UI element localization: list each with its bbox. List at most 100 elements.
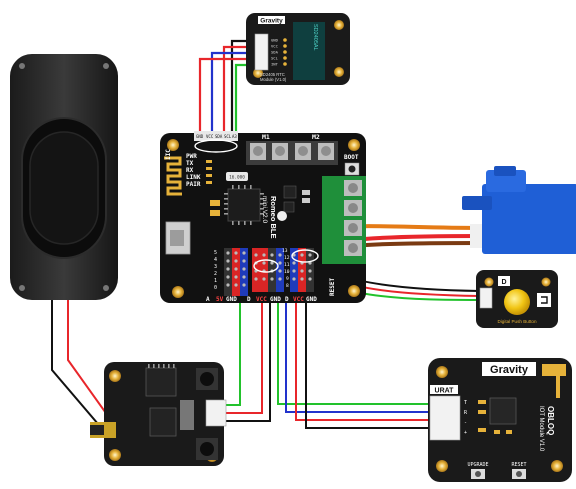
- led-label: PAIR: [186, 181, 201, 188]
- obloq-pin-label: R: [464, 410, 468, 416]
- highlight-ring: [194, 139, 238, 153]
- iic-header: [194, 131, 238, 141]
- wire-mp3-red: [225, 290, 263, 414]
- wire-obloq-black: [305, 290, 430, 429]
- bottom-label: D: [285, 296, 289, 303]
- crystal: [226, 172, 248, 181]
- iic-pin-label: GND: [196, 134, 204, 139]
- obloq-pin-label: -: [464, 420, 467, 426]
- board-mount-hole: [172, 286, 184, 298]
- rtc-brand: Gravity: [260, 18, 283, 25]
- rtc-pin-dots: [283, 38, 287, 66]
- rtc-mount-hole: [334, 67, 344, 77]
- wire-mp3-black: [225, 292, 271, 422]
- mcu-chip: [227, 188, 261, 222]
- obloq-pin-label: +: [464, 430, 467, 436]
- button-type-letter: D: [501, 279, 506, 286]
- button-cap[interactable]: [504, 289, 530, 315]
- iic-pin-label: SDA: [215, 134, 223, 139]
- servo-body: [482, 184, 576, 254]
- crystal-label: 16.000: [229, 175, 245, 181]
- board-title: Romeo BLE: [269, 196, 278, 239]
- bottom-label: GND: [306, 296, 317, 303]
- gravity-badge: [258, 16, 285, 24]
- iic-label: IIC: [165, 149, 172, 160]
- mp3-connector: [205, 399, 227, 427]
- button-connector: [479, 287, 493, 309]
- dfrobot-logo: [277, 211, 287, 221]
- boot-label: BOOT: [344, 154, 359, 161]
- speaker-hole: [103, 285, 109, 291]
- obloq-mount-hole: [436, 366, 448, 378]
- urat-label-box: [430, 385, 458, 394]
- ble-antenna: [164, 156, 182, 196]
- obloq-urat: URAT: [435, 388, 455, 395]
- upgrade-label: UPGRADE: [467, 462, 488, 468]
- bottom-label: A: [206, 296, 210, 303]
- button-mount-hole: [541, 277, 551, 287]
- wire-rtc-vcc: [222, 45, 253, 133]
- rtc-pin-label: INT: [271, 62, 279, 67]
- speaker: [10, 54, 118, 300]
- obloq-subtitle: IOT Module V1.0: [538, 406, 544, 452]
- servo-mount-tab: [462, 196, 492, 210]
- button-caption: Digital Push Button: [497, 319, 537, 324]
- left-header-numbers: 5 4 3 2 1 0: [214, 250, 217, 291]
- reset-label: RESET: [329, 278, 336, 296]
- wire-obloq-blue: [285, 290, 430, 413]
- highlight-ring: [253, 259, 279, 273]
- rtc-mount-hole: [253, 68, 263, 78]
- pin-number: 13: [282, 248, 288, 254]
- mp3-mount-hole: [109, 449, 121, 461]
- pin-number: 2: [214, 271, 217, 277]
- bottom-label: VCC: [256, 296, 267, 303]
- obloq-brand: Gravity: [490, 364, 529, 376]
- rtc-chip: [293, 22, 325, 80]
- board-subtitle: mini V2.0: [261, 196, 268, 223]
- iic-pin-label: VCC: [206, 134, 214, 139]
- iic-pin-label: SCL: [224, 134, 232, 139]
- motor-label-m1: M1: [262, 133, 270, 141]
- bottom-label: 5V: [216, 296, 224, 303]
- led-label: PWR: [186, 153, 197, 160]
- obloq-mount-hole: [551, 460, 563, 472]
- pin-number: 12: [284, 255, 290, 261]
- rtc-module: Gravity GND VCC SDA SCL INT SD2405AL SD2…: [246, 13, 350, 85]
- obloq-module: Gravity URAT T R - + OBLOQ IOT Module V1…: [428, 358, 572, 482]
- bottom-label: D: [247, 296, 251, 303]
- rtc-pin-label: SDA: [271, 50, 279, 55]
- bottom-label: GND: [226, 296, 237, 303]
- iic-header-labels: GND VCC SDA SCL A3: [196, 134, 237, 139]
- wire-obloq-red: [295, 290, 430, 421]
- pin-number: 3: [214, 264, 217, 270]
- rtc-name: SD2405 RTC: [260, 72, 285, 77]
- mp3-mount-hole: [109, 370, 121, 382]
- pin-number: 5: [214, 250, 217, 256]
- pin-number: 4: [214, 257, 217, 263]
- power-terminal-screws: [344, 180, 362, 256]
- right-header-numbers: 13 12 11 10 9 8: [282, 248, 290, 289]
- button-symbol-box: [537, 293, 551, 307]
- motor-label-m2: M2: [312, 133, 320, 141]
- rtc-pin-label: VCC: [271, 44, 278, 49]
- pin-number: 11: [284, 262, 290, 268]
- speaker-hole: [19, 63, 25, 69]
- rtc-pin-label: GND: [271, 38, 279, 43]
- left-pin-header: [224, 248, 248, 296]
- speaker-hole: [19, 285, 25, 291]
- obloq-mount-hole: [436, 460, 448, 472]
- pin-number: 0: [214, 285, 217, 291]
- obloq-product: OBLOQ: [546, 406, 555, 435]
- led-label: TX: [186, 160, 194, 167]
- rtc-pin-label: SCL: [271, 56, 279, 61]
- board-mount-hole: [348, 285, 360, 297]
- highlight-ring: [291, 249, 319, 263]
- right-pin-header: [290, 248, 314, 292]
- led-label: LINK: [186, 174, 201, 181]
- rtc-pin-labels: GND VCC SDA SCL INT: [271, 38, 279, 67]
- obloq-connector: [429, 395, 461, 441]
- wifi-antenna: [542, 364, 566, 398]
- rtc-chip-label: SD2405AL: [312, 24, 318, 51]
- pin-number: 8: [286, 283, 289, 289]
